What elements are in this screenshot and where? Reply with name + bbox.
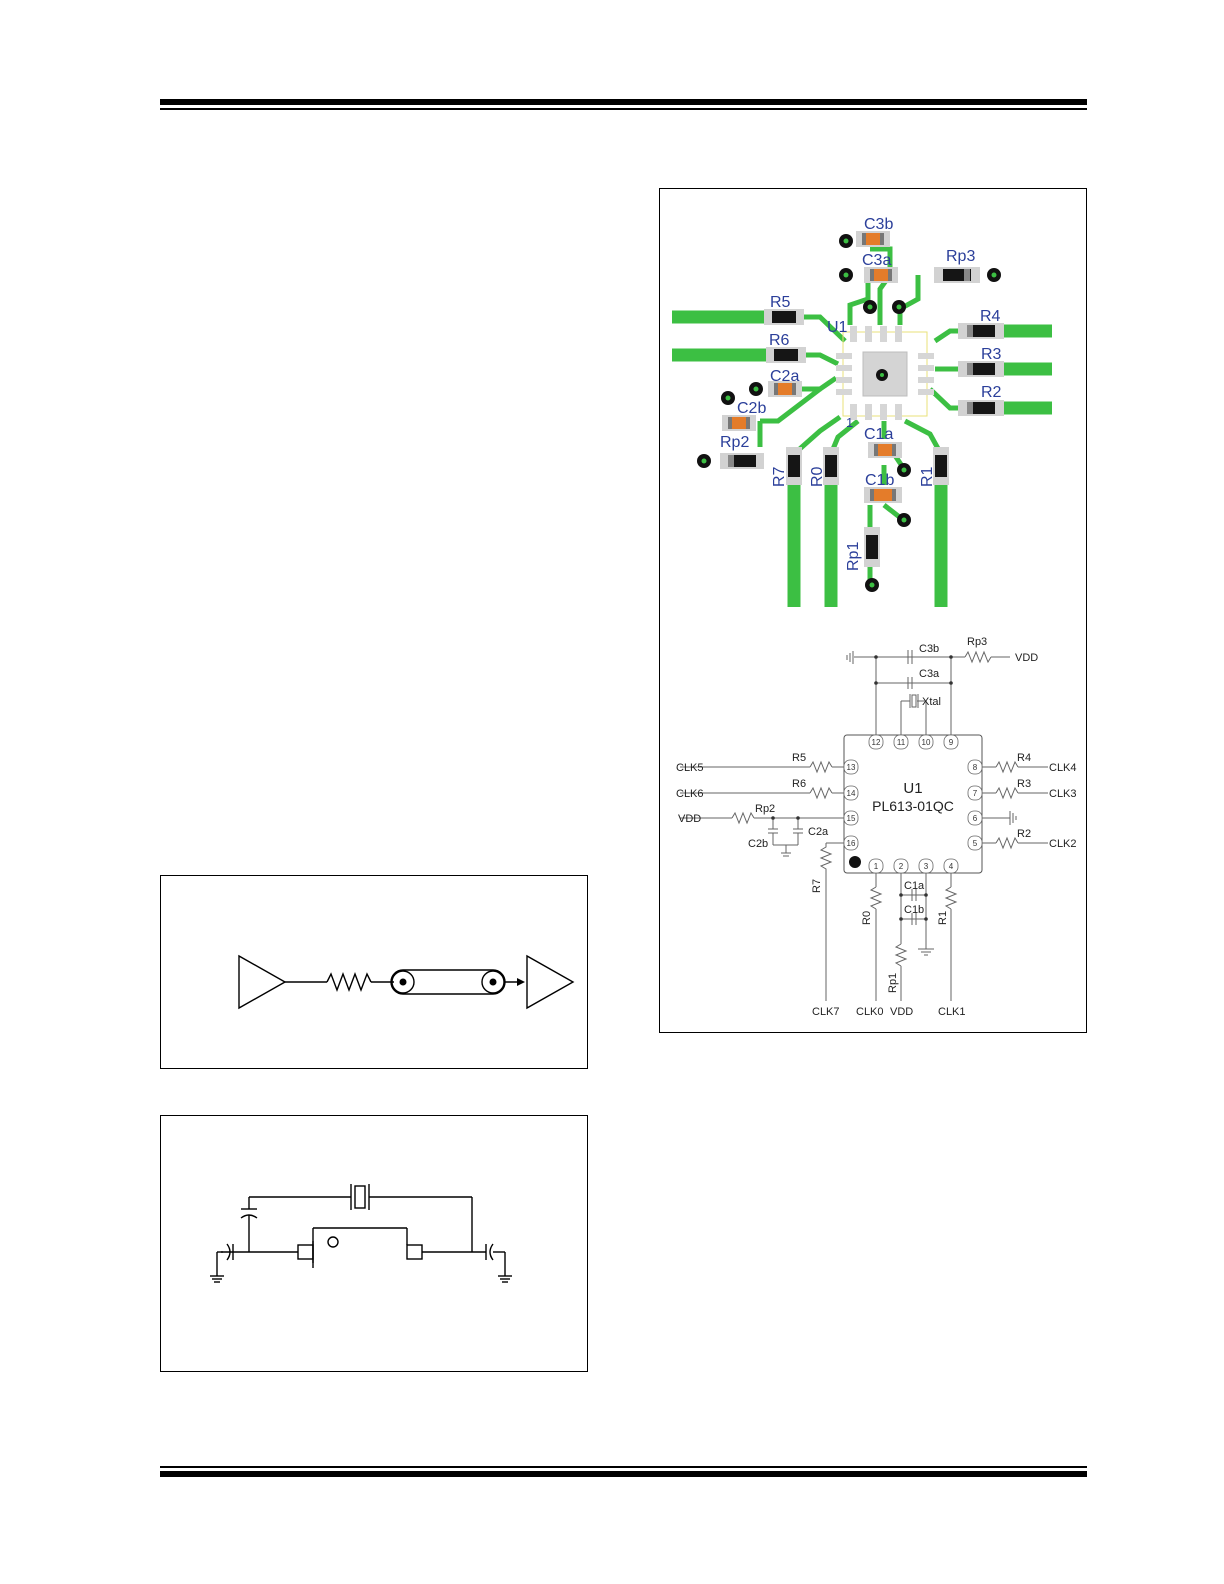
net-clk7: CLK7 bbox=[812, 1006, 840, 1018]
label-c2b: C2b bbox=[748, 838, 768, 850]
silk-pin1: 1 bbox=[846, 415, 853, 430]
transmission-line-symbol bbox=[390, 969, 506, 995]
pin-2: 2 bbox=[899, 862, 904, 871]
net-clk2: CLK2 bbox=[1049, 838, 1077, 850]
schematic-labels: U1 PL613-01QC C3b Rp3 VDD C3a Xtal CLK5 … bbox=[676, 636, 1077, 1018]
pin-8: 8 bbox=[973, 763, 978, 772]
transmission-line-figure bbox=[160, 875, 588, 1069]
smd-parts-horizontal bbox=[720, 231, 1004, 503]
label-rp3: Rp3 bbox=[967, 636, 987, 648]
label-r3: R3 bbox=[1017, 778, 1031, 790]
crystal-oscillator-diagram bbox=[210, 1184, 512, 1283]
label-c2a: C2a bbox=[808, 826, 829, 838]
pin-10: 10 bbox=[922, 738, 931, 747]
label-rp1: Rp1 bbox=[887, 973, 899, 993]
inverter-output-pad bbox=[406, 1244, 423, 1260]
silk-r0: R0 bbox=[809, 466, 826, 487]
pin-15: 15 bbox=[847, 814, 856, 823]
label-r6: R6 bbox=[792, 778, 806, 790]
net-vdd-top: VDD bbox=[1015, 652, 1038, 664]
net-clk5: CLK5 bbox=[676, 762, 704, 774]
label-c3a: C3a bbox=[919, 668, 940, 680]
pin-6: 6 bbox=[973, 814, 978, 823]
silk-r2: R2 bbox=[981, 384, 1002, 401]
u1-part-number: PL613-01QC bbox=[872, 798, 954, 814]
inverter-input-pad bbox=[297, 1244, 314, 1260]
silk-c1b: C1b bbox=[865, 472, 894, 489]
pin-13: 13 bbox=[847, 763, 856, 772]
transmission-line-diagram bbox=[238, 954, 575, 1010]
net-clk1: CLK1 bbox=[938, 1006, 966, 1018]
silk-c2b: C2b bbox=[737, 400, 766, 417]
pin-1: 1 bbox=[874, 862, 879, 871]
pcb-layout-svg: C3b C3a Rp3 R5 U1 R4 R6 R3 C2a R2 C2b 1 … bbox=[672, 216, 1077, 1018]
header-rule-thick bbox=[160, 99, 1087, 105]
net-vdd-bottom: VDD bbox=[890, 1006, 913, 1018]
silkscreen-labels: C3b C3a Rp3 R5 U1 R4 R6 R3 C2a R2 C2b 1 … bbox=[720, 216, 1002, 571]
label-r0: R0 bbox=[861, 911, 873, 925]
silk-r7: R7 bbox=[771, 466, 788, 487]
u1-ref: U1 bbox=[903, 780, 922, 797]
receiver-buffer-symbol bbox=[526, 954, 575, 1010]
vias bbox=[697, 234, 1001, 592]
footer-rule-thick bbox=[160, 1471, 1087, 1477]
silk-r5: R5 bbox=[770, 294, 791, 311]
u1-pads bbox=[836, 326, 934, 420]
silk-c2a: C2a bbox=[770, 368, 799, 385]
silk-c3b: C3b bbox=[864, 216, 893, 233]
smd-parts-vertical bbox=[786, 447, 949, 567]
net-vdd-left: VDD bbox=[678, 813, 701, 825]
pin-5: 5 bbox=[973, 839, 978, 848]
net-clk3: CLK3 bbox=[1049, 788, 1077, 800]
u1-thermal-pad bbox=[862, 351, 908, 397]
label-r1: R1 bbox=[937, 911, 949, 925]
pin-9: 9 bbox=[949, 738, 954, 747]
label-c3b: C3b bbox=[919, 643, 939, 655]
series-resistor-symbol bbox=[326, 972, 372, 992]
silk-u1: U1 bbox=[827, 319, 848, 336]
silk-r1: R1 bbox=[919, 466, 936, 487]
silk-r4: R4 bbox=[980, 308, 1001, 325]
schematic bbox=[680, 650, 1048, 1001]
inverter-bubble bbox=[327, 1236, 339, 1248]
driver-buffer-symbol bbox=[238, 954, 287, 1010]
label-xtal: Xtal bbox=[922, 696, 941, 708]
pin-14: 14 bbox=[847, 789, 856, 798]
pin-numbers: 12 11 10 9 13 14 15 16 8 7 6 5 1 2 3 4 bbox=[847, 738, 978, 871]
label-c1b: C1b bbox=[904, 904, 924, 916]
junction-dots bbox=[771, 655, 953, 921]
pin-7: 7 bbox=[973, 789, 978, 798]
silk-r3: R3 bbox=[981, 346, 1002, 363]
pin-4: 4 bbox=[949, 862, 954, 871]
label-r2: R2 bbox=[1017, 828, 1031, 840]
label-rp2: Rp2 bbox=[755, 803, 775, 815]
pin-12: 12 bbox=[872, 738, 881, 747]
silk-rp2: Rp2 bbox=[720, 434, 749, 451]
pin-3: 3 bbox=[924, 862, 929, 871]
label-r7: R7 bbox=[811, 879, 823, 893]
header-rule-thin bbox=[160, 108, 1087, 110]
label-c1a: C1a bbox=[904, 880, 925, 892]
pin1-marker bbox=[849, 856, 861, 868]
pin-11: 11 bbox=[897, 738, 906, 747]
net-clk0: CLK0 bbox=[856, 1006, 884, 1018]
crystal-oscillator-figure bbox=[160, 1115, 588, 1372]
pin-16: 16 bbox=[847, 839, 856, 848]
footer-rule-thin bbox=[160, 1466, 1087, 1468]
silk-r6: R6 bbox=[769, 332, 790, 349]
silk-c1a: C1a bbox=[864, 426, 893, 443]
label-r5: R5 bbox=[792, 752, 806, 764]
net-clk4: CLK4 bbox=[1049, 762, 1077, 774]
silk-c3a: C3a bbox=[862, 252, 891, 269]
crystal-symbol bbox=[354, 1185, 366, 1209]
net-clk6: CLK6 bbox=[676, 788, 704, 800]
label-r4: R4 bbox=[1017, 752, 1031, 764]
silk-rp1: Rp1 bbox=[845, 542, 862, 571]
pin-stubs bbox=[843, 734, 983, 874]
pcb-layout-schematic-figure: C3b C3a Rp3 R5 U1 R4 R6 R3 C2a R2 C2b 1 … bbox=[659, 188, 1087, 1033]
silk-rp3: Rp3 bbox=[946, 248, 975, 265]
